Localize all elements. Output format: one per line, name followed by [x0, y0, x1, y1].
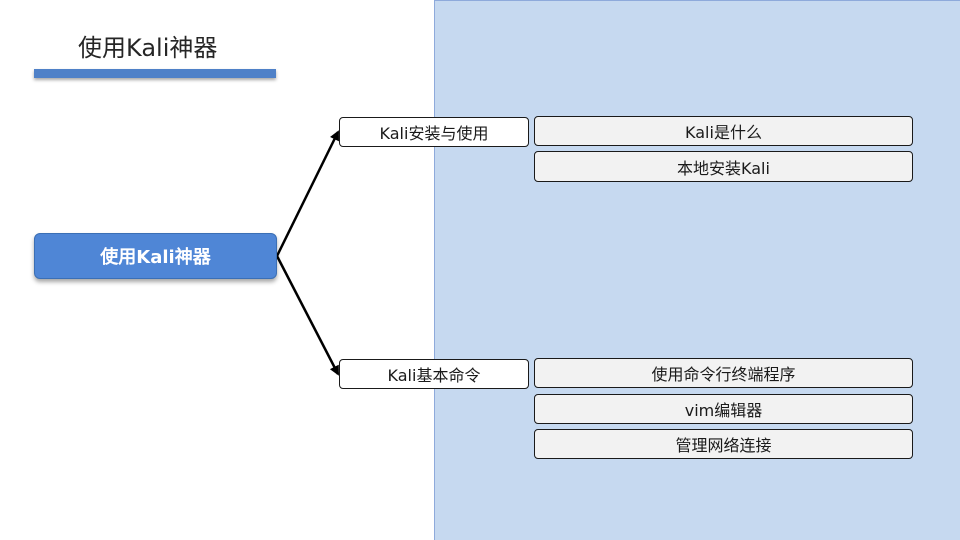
leaf-node-label: 使用命令行终端程序: [651, 365, 796, 384]
title-underline-bar: [34, 69, 276, 78]
root-node-label: 使用Kali神器: [100, 247, 211, 268]
slide-title: 使用Kali神器: [78, 34, 218, 62]
branch-node-kali-install: Kali安装与使用: [339, 117, 529, 147]
leaf-node-what-is-kali: Kali是什么: [534, 116, 913, 146]
leaf-node-local-install: 本地安装Kali: [534, 151, 913, 182]
branch-node-kali-commands: Kali基本命令: [339, 359, 529, 389]
arrow-to-branch-1: [275, 130, 340, 257]
arrow-to-branch-2: [275, 255, 340, 376]
leaf-node-label: vim编辑器: [684, 401, 763, 420]
mindmap-root-node: 使用Kali神器: [34, 233, 277, 279]
leaf-node-label: 本地安装Kali: [677, 158, 770, 178]
leaf-node-network: 管理网络连接: [534, 429, 913, 459]
leaf-node-label: Kali是什么: [685, 123, 762, 142]
leaf-node-vim: vim编辑器: [534, 394, 913, 424]
leaf-node-label: 管理网络连接: [675, 436, 772, 455]
branch-node-label: Kali基本命令: [387, 366, 481, 385]
branch-node-label: Kali安装与使用: [379, 124, 489, 143]
leaf-node-terminal: 使用命令行终端程序: [534, 358, 913, 388]
